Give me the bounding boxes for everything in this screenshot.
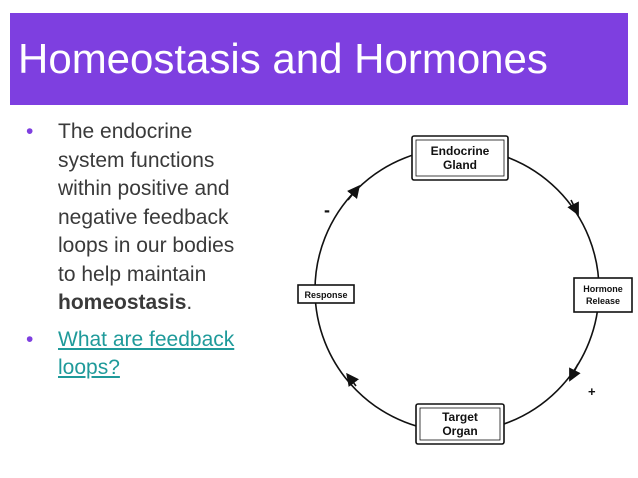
response-node: Response bbox=[297, 284, 355, 304]
negative-sign: - bbox=[324, 200, 330, 220]
arrow-response-to-gland bbox=[347, 185, 360, 201]
bullet-item-endocrine: • The endocrine system functions within … bbox=[26, 118, 288, 318]
link-line: loops? bbox=[58, 356, 120, 379]
release-label-line2: Release bbox=[586, 296, 620, 306]
feedback-loop-diagram: Endocrine Gland Hormone Release Target O… bbox=[297, 135, 633, 445]
release-label-line1: Hormone bbox=[583, 284, 623, 294]
response-label: Response bbox=[304, 290, 347, 300]
feedback-loops-link[interactable]: What are feedback loops? bbox=[58, 328, 234, 380]
gland-label-line2: Gland bbox=[443, 158, 477, 172]
endocrine-gland-node: Endocrine Gland bbox=[411, 135, 509, 181]
hormone-release-node: Hormone Release bbox=[573, 277, 633, 313]
link-line: What are feedback bbox=[58, 327, 235, 351]
bullet-item-feedback-link: • What are feedback loops? bbox=[26, 326, 288, 383]
bullet-icon: • bbox=[26, 120, 34, 143]
bullet-line: system functions bbox=[58, 148, 215, 172]
bullet-line: negative feedback bbox=[58, 205, 229, 229]
bullet-line: The endocrine bbox=[58, 120, 193, 143]
positive-sign: + bbox=[588, 384, 596, 399]
slide-title: Homeostasis and Hormones bbox=[18, 35, 548, 82]
target-organ-node: Target Organ bbox=[415, 403, 505, 445]
bullet-line: loops in our bodies bbox=[58, 234, 235, 257]
arrow-release-to-target bbox=[569, 363, 581, 382]
arrow-target-to-response bbox=[346, 372, 359, 387]
homeostasis-term: homeostasis bbox=[58, 291, 187, 314]
bullet-end-punct: . bbox=[186, 291, 193, 314]
title-bar: Homeostasis and Hormones bbox=[10, 13, 628, 105]
target-label-line2: Organ bbox=[442, 424, 477, 438]
bullet-line: within positive and bbox=[58, 177, 230, 200]
bullet-icon: • bbox=[26, 327, 34, 351]
loop-circle bbox=[314, 147, 600, 433]
target-label-line1: Target bbox=[442, 410, 478, 424]
gland-label-line1: Endocrine bbox=[431, 144, 490, 158]
bullet-list: • The endocrine system functions within … bbox=[26, 118, 288, 391]
bullet-line: to help maintain bbox=[58, 262, 207, 286]
arrow-gland-to-release bbox=[567, 199, 579, 216]
